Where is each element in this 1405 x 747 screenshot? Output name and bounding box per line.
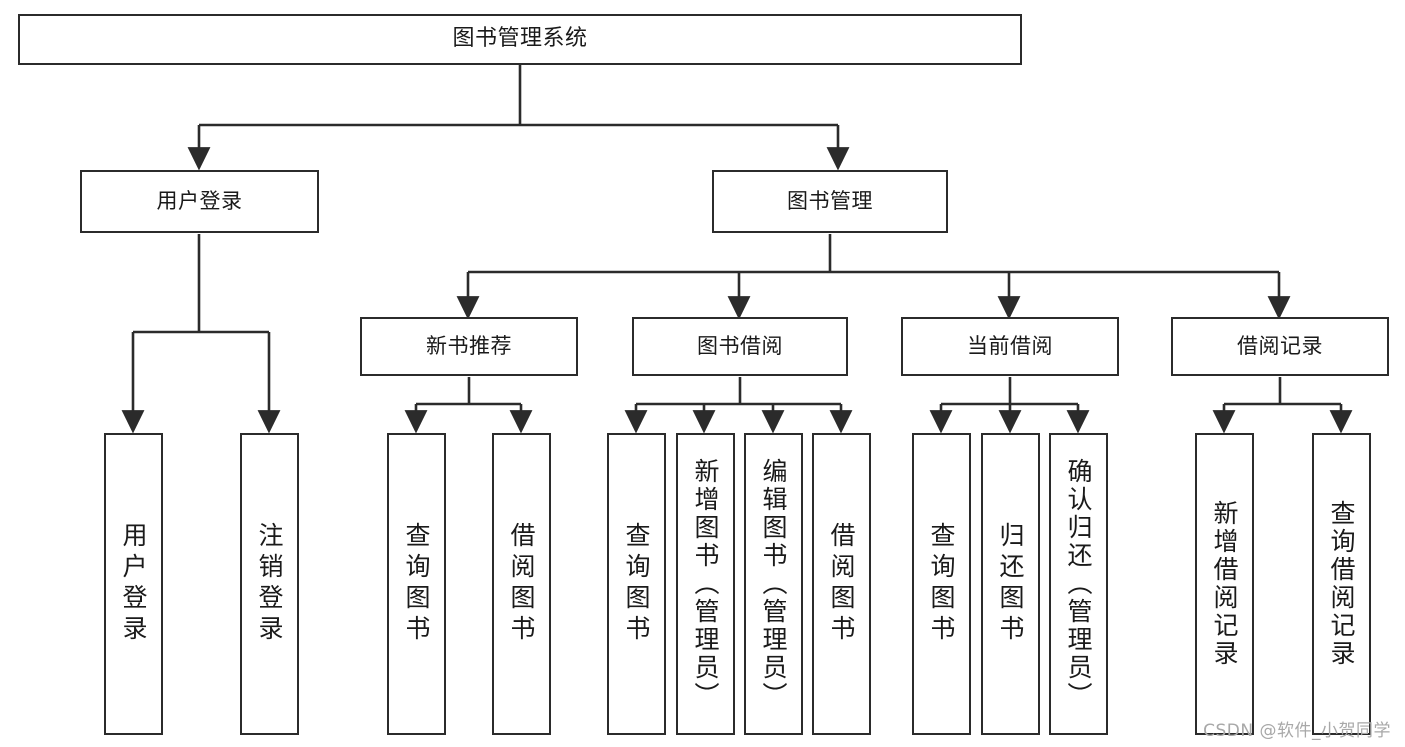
node-leaf-borrow-book-1[interactable]: 借阅图书 xyxy=(492,433,551,735)
node-label: 查询借阅记录 xyxy=(1327,500,1356,668)
node-new-book-recommend[interactable]: 新书推荐 xyxy=(360,317,578,376)
node-label: 当前借阅 xyxy=(967,333,1053,358)
node-label: 用户登录 xyxy=(156,188,243,213)
node-label: 新增借阅记录 xyxy=(1210,500,1239,668)
node-leaf-borrow-book-2[interactable]: 借阅图书 xyxy=(812,433,871,735)
node-leaf-query-book-1[interactable]: 查询图书 xyxy=(387,433,446,735)
node-leaf-add-book[interactable]: 新增图书（管理员） xyxy=(676,433,735,735)
node-book-borrow[interactable]: 图书借阅 xyxy=(632,317,848,376)
node-leaf-add-record[interactable]: 新增借阅记录 xyxy=(1195,433,1254,735)
node-leaf-logout[interactable]: 注销登录 xyxy=(240,433,299,735)
node-borrow-record[interactable]: 借阅记录 xyxy=(1171,317,1389,376)
node-label: 图书借阅 xyxy=(697,333,783,358)
node-leaf-user-login[interactable]: 用户登录 xyxy=(104,433,163,735)
node-book-manage[interactable]: 图书管理 xyxy=(712,170,948,233)
node-label: 借阅记录 xyxy=(1237,333,1323,358)
node-label: 确认归还（管理员） xyxy=(1064,458,1093,710)
node-label: 新增图书（管理员） xyxy=(691,458,720,710)
node-label: 查询图书 xyxy=(402,522,431,646)
node-label: 查询图书 xyxy=(622,522,651,646)
node-leaf-query-record[interactable]: 查询借阅记录 xyxy=(1312,433,1371,735)
watermark: CSDN @软件_小贺同学 xyxy=(1203,721,1391,741)
node-label: 借阅图书 xyxy=(827,522,856,646)
node-root-book-management-system[interactable]: 图书管理系统 xyxy=(18,14,1022,65)
node-current-borrow[interactable]: 当前借阅 xyxy=(901,317,1119,376)
node-label: 查询图书 xyxy=(927,522,956,646)
node-label: 图书管理 xyxy=(787,188,873,213)
node-label: 图书管理系统 xyxy=(452,26,588,52)
node-label: 借阅图书 xyxy=(507,522,536,646)
node-leaf-confirm-return[interactable]: 确认归还（管理员） xyxy=(1049,433,1108,735)
node-label: 用户登录 xyxy=(119,522,148,646)
node-label: 编辑图书（管理员） xyxy=(759,458,788,710)
node-leaf-return-book[interactable]: 归还图书 xyxy=(981,433,1040,735)
node-label: 注销登录 xyxy=(255,522,284,646)
node-leaf-query-book-2[interactable]: 查询图书 xyxy=(607,433,666,735)
node-label: 归还图书 xyxy=(996,522,1025,646)
node-label: 新书推荐 xyxy=(426,333,512,358)
node-leaf-query-book-3[interactable]: 查询图书 xyxy=(912,433,971,735)
node-leaf-edit-book[interactable]: 编辑图书（管理员） xyxy=(744,433,803,735)
node-user-login[interactable]: 用户登录 xyxy=(80,170,319,233)
